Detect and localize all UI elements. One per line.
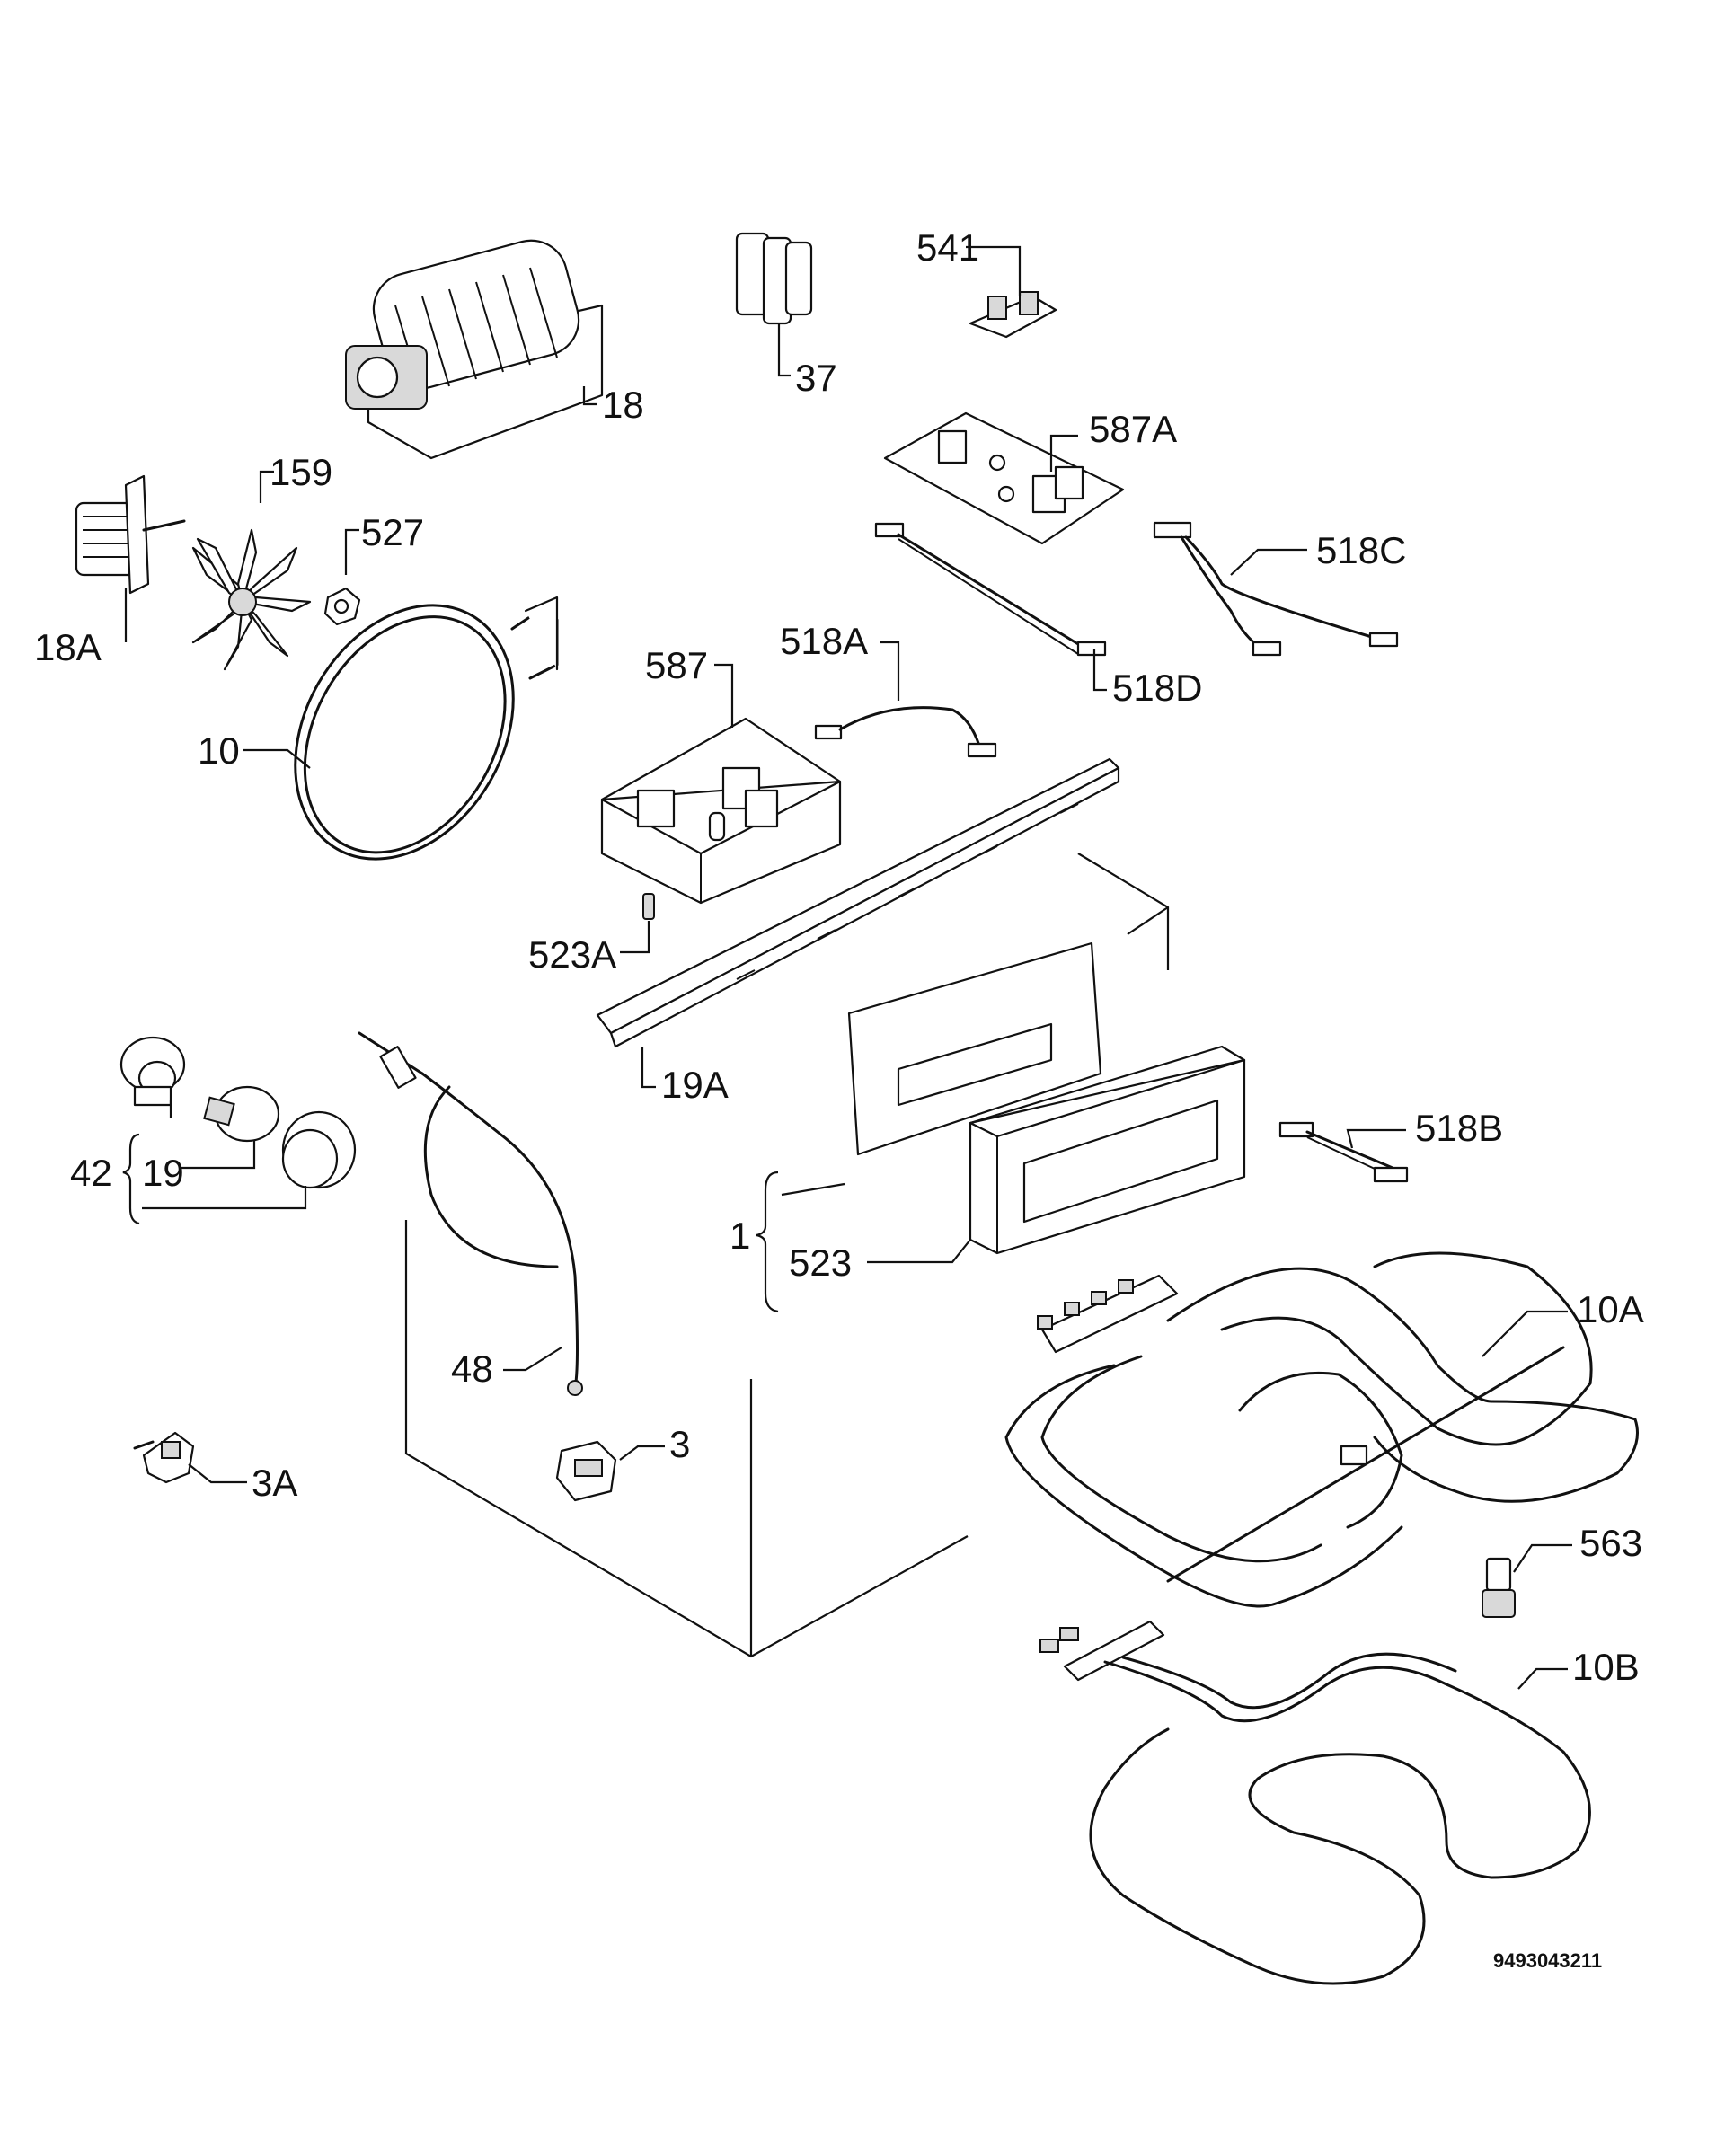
label-523a: 523A (528, 933, 616, 976)
lamp-holder-42-part (119, 1036, 186, 1107)
grill-element-10a-part (1004, 1251, 1639, 1608)
label-10b: 10B (1572, 1646, 1640, 1688)
circular-element-10-part (294, 596, 559, 861)
nut-527-part (323, 587, 361, 626)
fan-blade-159-part (191, 528, 312, 671)
label-19: 19 (142, 1152, 184, 1194)
label-48: 48 (451, 1348, 493, 1390)
label-587: 587 (645, 644, 708, 686)
label-518a: 518A (780, 620, 868, 662)
harness-518a-part (814, 706, 997, 758)
label-518c: 518C (1316, 529, 1406, 571)
label-3a: 3A (252, 1462, 297, 1504)
label-587a: 587A (1089, 408, 1177, 450)
sensor-523a-part (642, 893, 655, 920)
foot-563-part (1482, 1557, 1516, 1618)
drawing-code: 9493043211 (1493, 1949, 1602, 1972)
control-rail-19a-part (596, 757, 1120, 1048)
terminal-part (969, 291, 1057, 339)
label-518d: 518D (1112, 667, 1202, 709)
bottom-element-10b-part (1039, 1620, 1591, 1985)
label-563: 563 (1579, 1522, 1642, 1564)
leader-lines (122, 245, 1572, 1690)
pcb-587a-part (883, 411, 1125, 545)
fan-motor-18a-part (75, 474, 186, 595)
label-18a: 18A (34, 626, 102, 668)
harness-518c-part (1153, 521, 1399, 657)
label-3: 3 (669, 1423, 690, 1465)
power-board-587-part (600, 717, 842, 905)
tangential-fan-part (345, 239, 604, 460)
label-1: 1 (730, 1215, 750, 1257)
harness-518b-part (1278, 1121, 1409, 1183)
display-board-523-part (847, 941, 1102, 1156)
label-527: 527 (361, 511, 424, 553)
display-frame-523-part (969, 1045, 1246, 1255)
label-37: 37 (795, 357, 837, 399)
thermostat-3a-part (133, 1431, 195, 1484)
thermostat-3-part (555, 1440, 617, 1502)
label-19a: 19A (661, 1064, 729, 1106)
label-159: 159 (270, 451, 332, 493)
label-10a: 10A (1577, 1288, 1644, 1330)
cabinet-outline (404, 853, 1170, 1658)
label-518b: 518B (1415, 1107, 1503, 1149)
door-switch-part (735, 232, 813, 325)
harness-518d-part (874, 522, 1107, 657)
label-18: 18 (602, 384, 644, 426)
lamp-cover-42-part (281, 1110, 357, 1189)
temperature-probe-48-part (358, 1031, 583, 1396)
label-523: 523 (789, 1241, 852, 1284)
label-42: 42 (70, 1152, 112, 1194)
lamp-bulb-19-part (203, 1085, 280, 1143)
part-labels: 18 159 527 18A 10 37 541 587A 518C 518D … (34, 226, 1644, 1972)
label-10: 10 (198, 729, 240, 772)
label-541: 541 (916, 226, 979, 269)
